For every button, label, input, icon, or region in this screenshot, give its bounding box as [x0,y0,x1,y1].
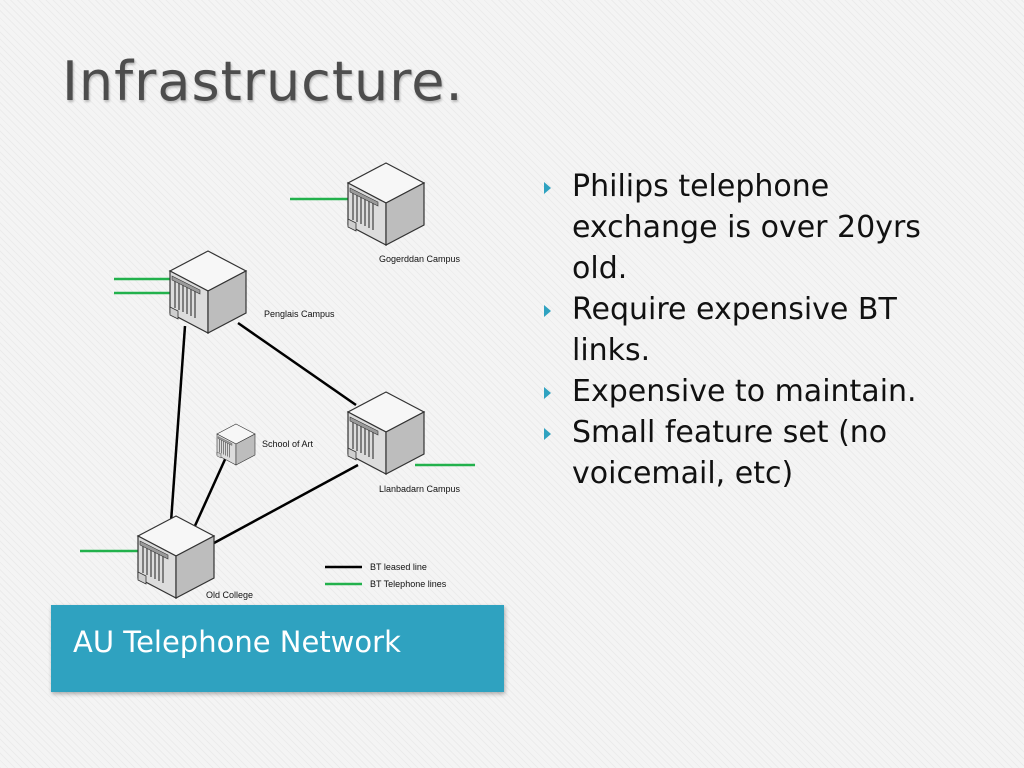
bullet-item: Expensive to maintain. [540,371,980,412]
leased-line-penglais-oldcollege [169,325,187,523]
bullet-item: Philips telephone exchange is over 20yrs… [540,166,980,289]
telephone-exchange-icon [347,162,425,246]
leased-line-penglais-llanbadarn [237,321,357,407]
legend: BT leased line BT Telephone lines [325,562,447,589]
triangle-bullet-icon [544,305,551,317]
telephone-exchange-icon [347,391,425,475]
caption-box: AU Telephone Network [51,605,504,692]
triangle-bullet-icon [544,182,551,194]
slide-title: Infrastructure. [62,50,464,113]
triangle-bullet-icon [544,387,551,399]
node-label-gogerddan: Gogerddan Campus [379,254,461,264]
telephone-exchange-icon [216,423,256,466]
caption-text: AU Telephone Network [73,625,401,659]
bullet-text: Require expensive BT links. [572,292,897,368]
bullet-list: Philips telephone exchange is over 20yrs… [540,166,980,494]
legend-label-leased-line: BT leased line [370,562,427,572]
bullet-item: Require expensive BT links. [540,289,980,371]
legend-label-telephone-lines: BT Telephone lines [370,579,447,589]
telephone-exchange-icon [137,515,215,599]
bullet-item: Small feature set (no voicemail, etc) [540,412,980,494]
leased-line-llanbadarn-oldcollege [213,463,359,545]
bullet-text: Expensive to maintain. [572,374,917,409]
leased-line-schoolofart-oldcollege [192,454,229,529]
node-label-school-of-art: School of Art [262,439,314,449]
bullet-text: Philips telephone exchange is over 20yrs… [572,169,921,286]
node-label-old-college: Old College [206,590,253,600]
node-label-penglais: Penglais Campus [264,309,335,319]
triangle-bullet-icon [544,428,551,440]
telephone-exchange-icon [169,250,247,334]
node-label-llanbadarn: Llanbadarn Campus [379,484,461,494]
bullet-text: Small feature set (no voicemail, etc) [572,415,888,491]
